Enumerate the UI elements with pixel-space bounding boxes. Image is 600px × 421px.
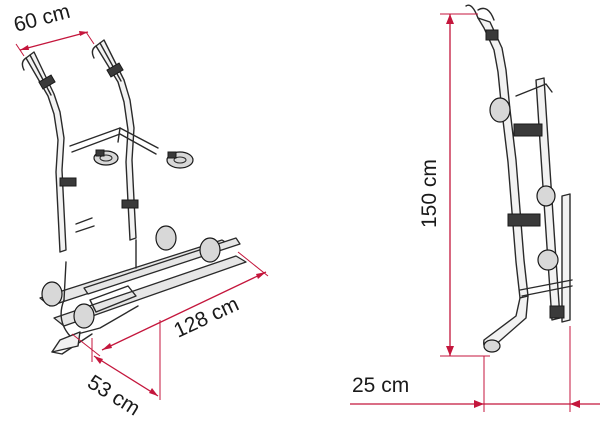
side-strap-upper: [536, 185, 556, 207]
rack-perspective-view: 60 cm 128 cm 53 cm: [11, 0, 269, 421]
side-frame-holder: [489, 97, 511, 123]
right-upright-clamp: [121, 199, 139, 209]
upper-crossbar: [69, 127, 159, 155]
side-clamp-upper: [513, 123, 543, 137]
side-bottom-leg: [483, 295, 529, 353]
dim-label-width-top: 60 cm: [11, 0, 72, 37]
wheel-strap-3: [155, 225, 177, 251]
top-hooks: [21, 45, 124, 90]
side-main-tube: [465, 4, 529, 299]
right-hook-clamp: [106, 62, 124, 78]
side-rear-foot: [549, 305, 565, 319]
rack-side-view: 150 cm 25 cm: [350, 4, 600, 412]
dim-label-depth-side: 25 cm: [352, 374, 409, 397]
dim-label-height: 150 cm: [418, 159, 441, 228]
side-top-hook-clamp: [485, 29, 499, 41]
wheel-strap-4: [199, 237, 221, 263]
side-holders: [489, 83, 573, 297]
wheel-strap-2: [73, 303, 95, 329]
dim-depth-front: 53 cm: [83, 320, 161, 421]
right-upright-tube: [95, 39, 137, 241]
wheel-strap-1: [41, 281, 63, 307]
left-upright-clamp: [59, 177, 77, 187]
dim-label-depth-front: 53 cm: [83, 371, 144, 421]
dim-width-top: 60 cm: [11, 0, 95, 57]
rail-2: [53, 255, 247, 327]
left-upright-tube: [25, 51, 67, 253]
left-support-arm: [75, 217, 93, 225]
side-strap-lower: [537, 249, 559, 271]
frame-holder-left: [93, 149, 119, 166]
wheel-straps: [41, 225, 221, 329]
frame-holder-right: [166, 151, 194, 169]
side-clamp-lower: [507, 213, 541, 227]
dim-height: 150 cm: [418, 13, 490, 357]
left-hook-clamp: [38, 74, 56, 90]
dim-depth-side: 25 cm: [350, 326, 600, 412]
platform-base: [51, 285, 139, 355]
